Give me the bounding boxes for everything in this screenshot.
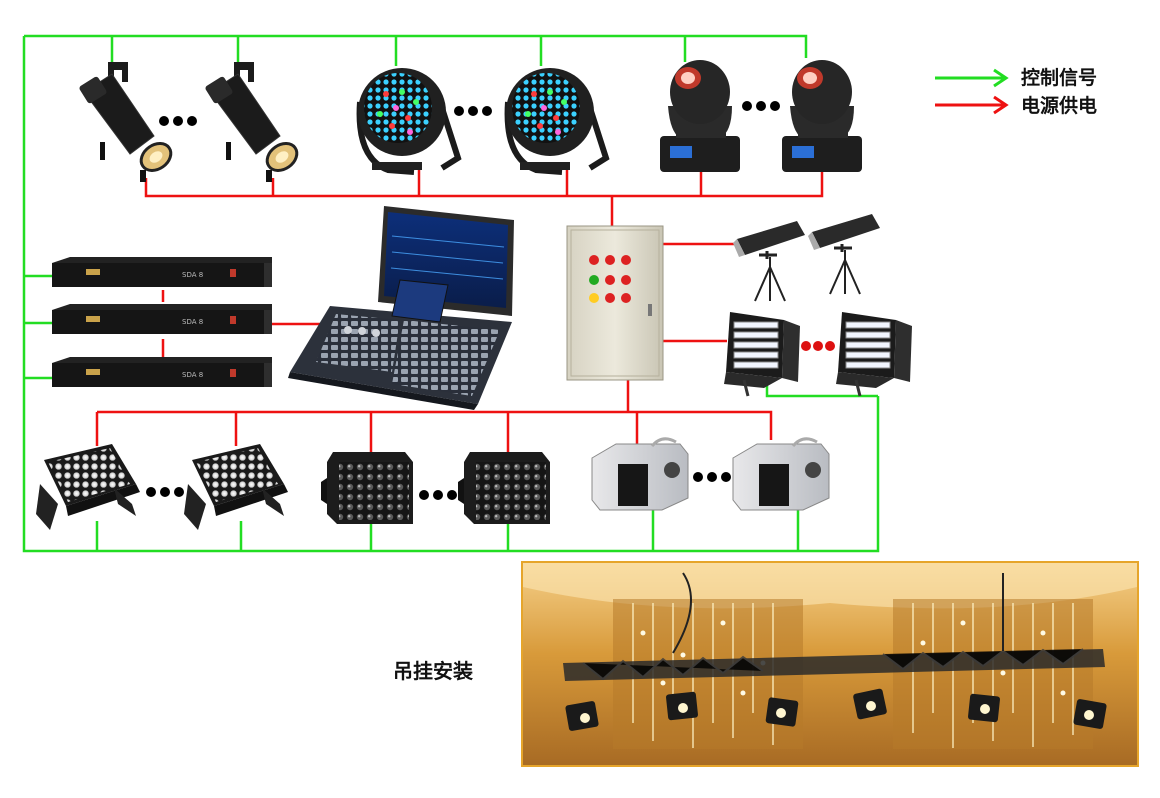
matrix-light-1	[321, 452, 413, 524]
power-cabinet-device	[566, 225, 664, 381]
dmx-distributor-3: SDA 8	[52, 357, 272, 387]
led-par-2	[504, 68, 610, 175]
dmx-distributor-panel-label: SDA 8	[182, 271, 203, 279]
ellipsis-dots-4	[801, 341, 835, 351]
profile-spot-1	[79, 62, 173, 182]
power-supply-lines	[95, 168, 824, 452]
led-par-1	[356, 68, 462, 175]
matrix-light-2	[458, 452, 550, 524]
soft-light-2	[836, 312, 912, 397]
follow-spot-1	[733, 221, 805, 302]
legend-power-arrow-icon	[935, 95, 1009, 115]
profile-spot-2	[205, 62, 299, 182]
ellipsis-dots-5	[146, 487, 184, 497]
control-signal-lines	[22, 34, 880, 553]
legend-power-label: 电源供电	[1021, 95, 1098, 117]
ellipsis-dots-1	[159, 116, 197, 126]
soft-light-1	[724, 312, 800, 397]
legend-power-row: 电源供电	[935, 92, 1135, 120]
ellipsis-dots-7	[693, 472, 731, 482]
fog-machine-1	[591, 437, 689, 511]
ellipsis-dots-6	[419, 490, 457, 500]
moving-head-1	[660, 60, 740, 172]
legend: 控制信号 电源供电	[935, 64, 1135, 120]
wall-washer-1	[36, 444, 140, 530]
dmx-distributor-panel-label: SDA 8	[182, 371, 203, 379]
wall-washer-2	[184, 444, 288, 530]
hanging-install-label: 吊挂安装	[393, 659, 473, 683]
dmx-distributor-2: SDA 8	[52, 304, 272, 334]
ellipsis-dots-3	[742, 101, 780, 111]
dmx-distributor-panel-label: SDA 8	[182, 318, 203, 326]
fog-machine-2	[732, 437, 830, 511]
legend-control-row: 控制信号	[935, 64, 1135, 92]
legend-control-arrow-icon	[935, 68, 1009, 88]
hanging-installation-photo	[521, 561, 1139, 767]
moving-head-2	[782, 60, 862, 172]
installation-illustration	[523, 563, 1137, 765]
legend-control-label: 控制信号	[1021, 67, 1098, 89]
follow-spot-2	[808, 214, 880, 295]
ellipsis-dots-2	[454, 106, 492, 116]
dmx-distributor-1: SDA 8	[52, 257, 272, 287]
lighting-console-device	[288, 206, 514, 410]
